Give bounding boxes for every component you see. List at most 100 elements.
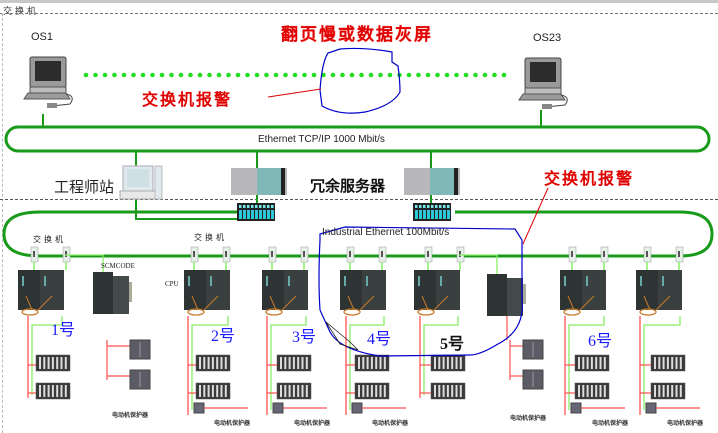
scm-link <box>65 254 104 272</box>
io-slot <box>662 385 665 397</box>
field-switch-port <box>678 251 680 257</box>
io-slot <box>64 357 67 369</box>
plc-indicator <box>344 276 346 286</box>
io-slot <box>662 357 665 369</box>
plc-indicator <box>210 276 212 286</box>
sync-fiber-cable <box>25 295 53 311</box>
io-slot <box>43 385 46 397</box>
io-slot <box>455 357 458 369</box>
server-2-icon <box>404 168 460 195</box>
frame-border-left <box>2 13 3 433</box>
sync-fiber-cable <box>347 295 375 311</box>
field-switch-port <box>33 251 35 257</box>
io-slot <box>666 385 669 397</box>
io-slot <box>590 385 593 397</box>
unit-3-label: 3号 <box>292 329 317 346</box>
io-slot <box>292 357 295 369</box>
io-slot <box>220 385 223 397</box>
link-dot <box>197 72 203 78</box>
switch-port <box>271 210 274 219</box>
unit-4-label: 4号 <box>367 331 392 348</box>
link-dot <box>473 72 478 78</box>
link-dot <box>492 72 497 78</box>
profibus-wire <box>31 316 63 395</box>
link-dot <box>501 72 507 78</box>
sync-fiber-cable <box>643 295 671 311</box>
motor-protector-icon <box>351 402 363 414</box>
relay-label-1: 电动机保护器 <box>112 412 149 419</box>
switch-led <box>439 205 442 208</box>
profibus-wire <box>349 316 385 410</box>
io-slot <box>590 357 593 369</box>
link-dot <box>216 72 222 78</box>
level-divider <box>0 199 718 200</box>
profibus-wire <box>423 316 459 395</box>
link-dot <box>321 72 326 78</box>
io-slot <box>599 385 602 397</box>
switch-led <box>443 205 446 208</box>
es-to-switch-line <box>135 192 237 220</box>
switch-port <box>259 210 262 219</box>
io-slot <box>603 385 606 397</box>
link-dot <box>121 72 127 78</box>
switch-led <box>263 205 266 208</box>
io-slot <box>203 357 206 369</box>
link-dot <box>112 72 117 78</box>
engineer-station-label: 工程师站 <box>54 178 115 196</box>
scmcode-connector <box>523 284 526 304</box>
relay-label-3: 电动机保护器 <box>294 420 331 427</box>
motor-protector-icon <box>645 402 657 414</box>
alarm-pointer-top <box>267 88 322 98</box>
switch-led <box>427 205 430 208</box>
link-dot <box>93 72 98 78</box>
io-slot <box>451 385 454 397</box>
industrial-bus-label: Industrial Ethernet 100Mbit/s <box>322 227 450 238</box>
io-slot <box>297 385 300 397</box>
io-slot <box>578 357 580 369</box>
io-slot <box>679 385 682 397</box>
switch-led <box>267 205 270 208</box>
switch-port <box>267 210 270 219</box>
slow-paging-note: 翻页慢或数据灰屏 <box>281 25 433 45</box>
field-switch-port <box>459 251 461 257</box>
io-slot <box>280 357 282 369</box>
plc-indicator <box>44 276 46 286</box>
relay-label-7: 电动机保护器 <box>667 420 704 427</box>
switch-led <box>419 205 422 208</box>
sync-fiber-cable <box>639 308 657 316</box>
io-slot <box>595 385 598 397</box>
io-slot <box>288 357 291 369</box>
link-dot <box>245 72 250 78</box>
io-slot <box>375 385 378 397</box>
io-slot <box>216 385 219 397</box>
unit-5-label: 5号 <box>440 336 465 353</box>
field-switch-port <box>303 251 305 257</box>
switch-port <box>447 210 450 219</box>
io-slot <box>288 385 291 397</box>
core-switch-2-icon <box>413 203 451 221</box>
switch-led <box>259 205 262 208</box>
plc-indicator <box>586 276 588 286</box>
io-slot <box>379 385 382 397</box>
field-switch-port <box>65 251 67 257</box>
io-slot <box>51 385 54 397</box>
sync-fiber-cable <box>269 295 297 311</box>
switch-led <box>423 205 426 208</box>
io-slot <box>203 385 206 397</box>
sync-fiber-cable <box>417 308 435 316</box>
industrial-ethernet-ring <box>2 210 714 258</box>
io-slot <box>451 357 454 369</box>
io-slot <box>362 357 365 369</box>
io-slot <box>383 385 386 397</box>
field-switch-port <box>603 251 605 257</box>
link-dot <box>330 72 336 78</box>
plc-indicator <box>288 276 290 286</box>
io-slot <box>64 385 67 397</box>
link-dot <box>368 72 374 78</box>
link-dot <box>169 72 174 78</box>
sync-fiber-cable <box>187 308 205 316</box>
io-slot <box>358 385 360 397</box>
switch-port <box>423 210 426 219</box>
switch-led <box>243 205 246 208</box>
